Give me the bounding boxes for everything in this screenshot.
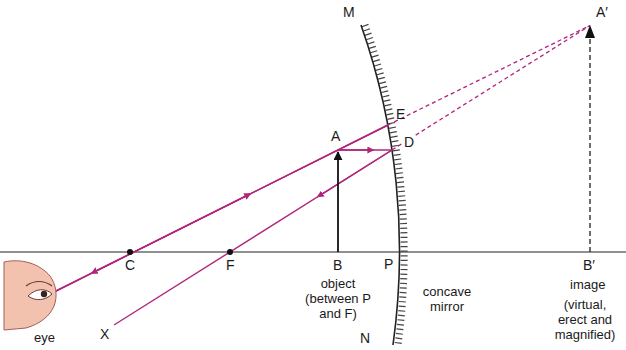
point-label: B	[333, 257, 342, 273]
image-note: image	[570, 278, 605, 293]
point-label: C	[125, 257, 135, 273]
point-label: X	[100, 326, 109, 342]
ray-arrow	[92, 125, 388, 273]
focus-point	[227, 249, 233, 255]
eye-label: eye	[34, 331, 55, 346]
ray	[114, 150, 392, 325]
image-arrow	[589, 34, 590, 252]
ray-arrow	[338, 149, 373, 150]
point-label: M	[343, 4, 355, 20]
virtual-ray	[388, 26, 590, 126]
image-arrow-head	[585, 25, 595, 38]
point-label: A′	[596, 4, 608, 20]
virtual-ray	[392, 26, 590, 151]
point-label: P	[384, 256, 393, 272]
image-note: (virtual, erect and magnified)	[548, 298, 622, 343]
point-label: A	[331, 128, 340, 144]
ray	[50, 125, 388, 294]
eye-figure	[4, 261, 56, 330]
ray	[338, 149, 392, 150]
ray-arrow	[318, 150, 392, 197]
centre-point	[127, 249, 133, 255]
object-note: object (between P and F)	[296, 277, 380, 322]
point-label: E	[396, 106, 405, 122]
mirror-note: concave mirror	[414, 285, 480, 315]
point-label: B′	[583, 257, 595, 273]
point-label: F	[226, 257, 235, 273]
principal-axis	[0, 251, 626, 252]
point-label: D	[403, 134, 415, 150]
object-arrow	[337, 152, 339, 252]
point-label: N	[360, 330, 370, 346]
